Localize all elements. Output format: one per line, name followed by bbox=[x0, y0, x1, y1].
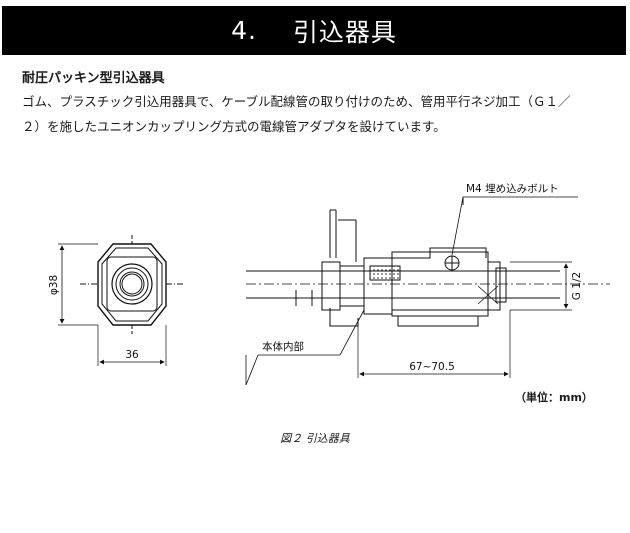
dim-diameter-label: φ38 bbox=[48, 275, 60, 295]
dim-width-label: 36 bbox=[125, 349, 139, 361]
body-paragraph: ゴム、プラスチック引込用器具で、ケーブル配線管の取り付けのため、管用平行ネジ加工… bbox=[22, 89, 622, 139]
side-view bbox=[245, 196, 610, 386]
bolt-callout: M4 埋め込みボルト bbox=[466, 183, 559, 195]
figure-caption: 図２ 引込器具 bbox=[280, 432, 350, 445]
section-banner: 4. 引込器具 bbox=[2, 6, 626, 55]
front-view bbox=[58, 235, 184, 366]
body-line-1: ゴム、プラスチック引込用器具で、ケーブル配線管の取り付けのため、管用平行ネジ加工… bbox=[22, 94, 571, 109]
body-interior-callout: 本体内部 bbox=[262, 340, 304, 353]
body-line-2: ２）を施したユニオンカップリング方式の電線管アダプタを設けています。 bbox=[22, 119, 446, 134]
dim-length-label: 67~70.5 bbox=[409, 361, 455, 373]
unit-note: （単位：mm） bbox=[515, 391, 593, 404]
technical-drawing: φ38 36 bbox=[48, 183, 610, 386]
section-title: 引込器具 bbox=[292, 17, 397, 47]
sub-heading: 耐圧パッキン型引込器具 bbox=[22, 71, 165, 86]
section-number: 4. bbox=[231, 16, 257, 45]
dim-thread-label: G 1/2 bbox=[571, 272, 583, 300]
